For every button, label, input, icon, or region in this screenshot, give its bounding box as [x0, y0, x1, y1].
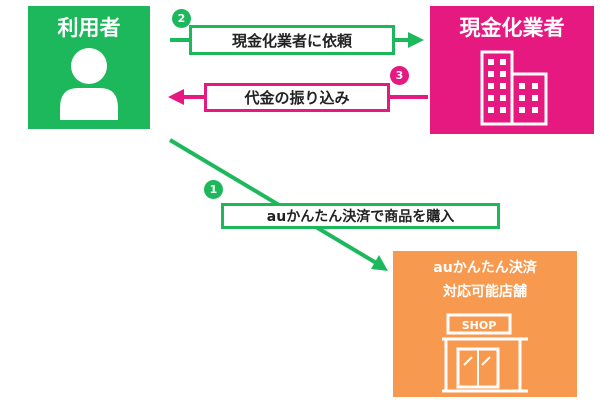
shop-title: auかんたん決済 対応可能店舗 [393, 256, 577, 304]
request-label: 現金化業者に依頼 [189, 25, 395, 55]
shop-box: auかんたん決済 対応可能店舗 SHOP [393, 251, 577, 397]
shop-title-line2: 対応可能店舗 [443, 284, 527, 300]
step-1-badge: 1 [204, 180, 223, 199]
cash-vendor-title: 現金化業者 [459, 16, 565, 40]
user-box: 利用者 [28, 6, 150, 129]
user-title: 利用者 [57, 16, 121, 40]
shop-title-line1: auかんたん決済 [433, 260, 537, 276]
purchase-label: auかんたん決済で商品を購入 [221, 203, 500, 229]
building-icon [480, 50, 548, 126]
payment-label: 代金の振り込み [204, 83, 390, 112]
purchase-arrow [168, 138, 388, 271]
person-icon [60, 48, 118, 120]
cash-vendor-box: 現金化業者 [430, 6, 594, 134]
step-3-badge: 3 [390, 66, 409, 85]
shop-sign-text: SHOP [462, 319, 497, 332]
shop-icon: SHOP [442, 313, 528, 393]
step-2-badge: 2 [172, 9, 191, 28]
